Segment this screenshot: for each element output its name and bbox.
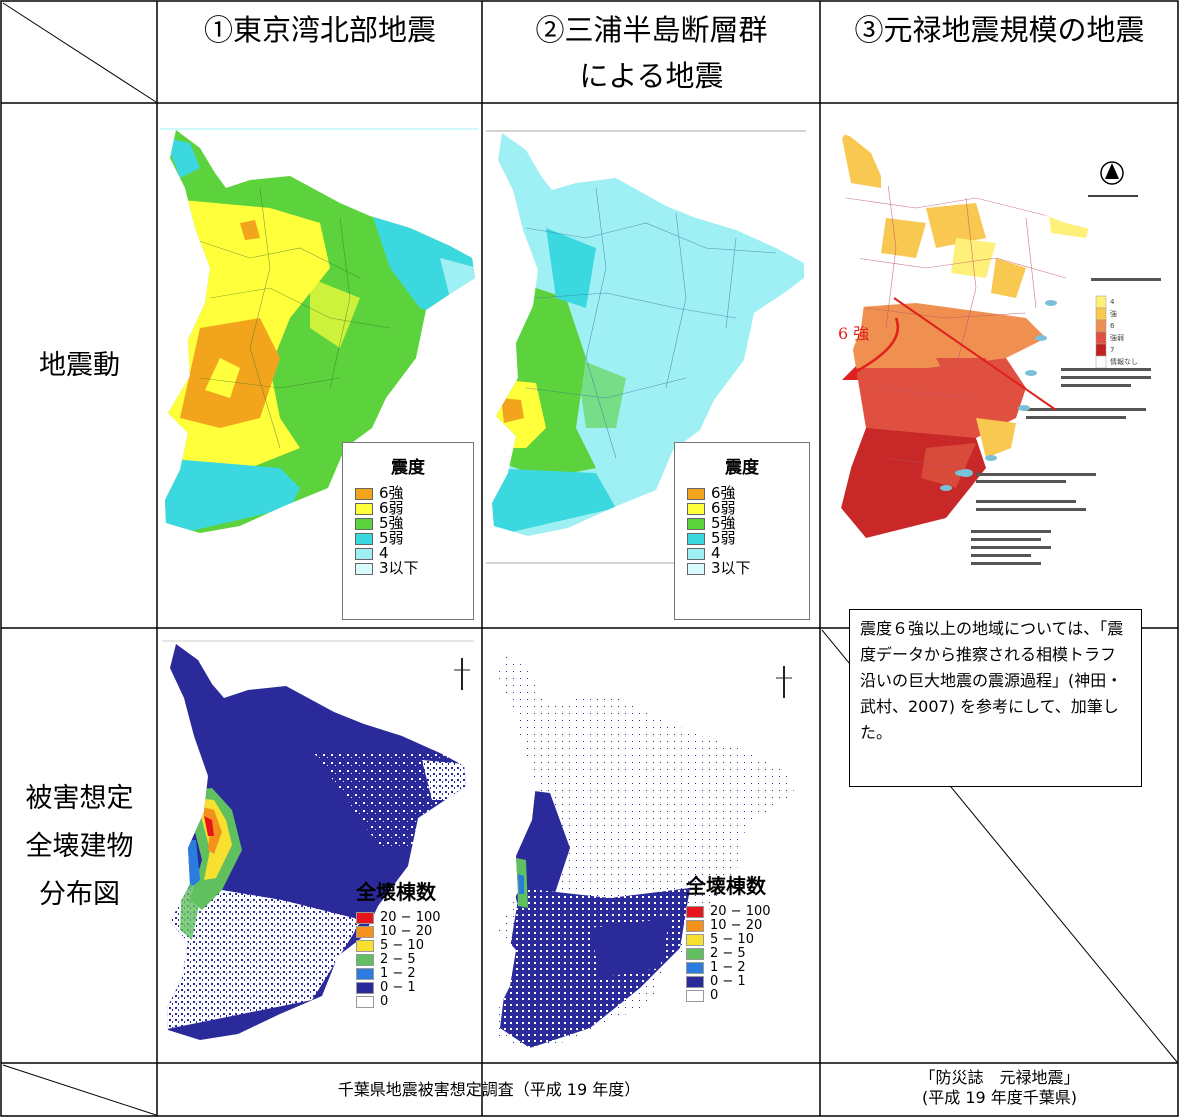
legend-item: 1 − 2	[356, 967, 441, 981]
legend-swatch	[355, 562, 373, 575]
legend-item: 3以下	[355, 561, 473, 576]
north-arrow-icon	[454, 658, 470, 690]
intensity-legend-1: 震度 6強 6弱 5強 5弱 4 3以下	[342, 442, 474, 620]
damage-legend-1: 全壊棟数 20 − 100 10 − 20 5 − 10 2 − 5 1 − 2…	[356, 876, 441, 1009]
legend-swatch	[687, 517, 705, 530]
intensity-legend-2: 震度 6強 6弱 5強 5弱 4 3以下	[674, 442, 810, 620]
legend-swatch	[686, 948, 704, 960]
legend-swatch	[356, 940, 374, 952]
legend-swatch	[686, 906, 704, 918]
legend-item: 5弱	[355, 531, 473, 546]
legend-swatch	[355, 547, 373, 560]
legend-swatch	[355, 487, 373, 500]
legend-swatch	[356, 926, 374, 938]
intensity-map-genroku	[831, 133, 1161, 565]
legend-swatch	[686, 934, 704, 946]
legend-swatch	[686, 976, 704, 988]
north-arrow-icon	[776, 666, 792, 698]
legend-swatch	[356, 968, 374, 980]
legend-item: 6弱	[355, 501, 473, 516]
intensity-map-tokyo-bay	[160, 128, 478, 533]
legend-swatch	[356, 954, 374, 966]
legend-item: 10 − 20	[356, 925, 441, 939]
legend-item: 5強	[687, 516, 809, 531]
legend-item: 5弱	[687, 531, 809, 546]
legend-swatch	[356, 996, 374, 1008]
legend-item: 2 − 5	[356, 953, 441, 967]
source-chiba-survey: 千葉県地震被害想定調査（平成 19 年度）	[337, 1080, 641, 1099]
genroku-legend-labels: 4 強 6 強弱 7 情報なし	[1110, 298, 1138, 366]
header-miura-fault-quake: ②三浦半島断層群 による地震	[535, 13, 768, 93]
source-genroku: 「防災誌 元禄地震」 (平成 19 年度千葉県)	[919, 1068, 1080, 1107]
legend-item: 5強	[355, 516, 473, 531]
legend-item: 6強	[687, 486, 809, 501]
intensity-legend-title: 震度	[391, 458, 425, 478]
coastal-markers	[940, 300, 1057, 491]
header-tokyo-bay-quake: ①東京湾北部地震	[203, 13, 436, 47]
corner-diagonal-bottom	[2, 1064, 157, 1116]
legend-swatch	[686, 920, 704, 932]
legend-item: 0	[686, 989, 771, 1003]
legend-item: 4	[355, 546, 473, 561]
legend-swatch	[355, 532, 373, 545]
intensity-map-miura	[486, 130, 806, 564]
legend-swatch	[686, 990, 704, 1002]
legend-item: 0 − 1	[356, 981, 441, 995]
damage-legend-2: 全壊棟数 20 − 100 10 − 20 5 − 10 2 − 5 1 − 2…	[686, 870, 771, 1003]
legend-item: 5 − 10	[686, 933, 771, 947]
annotation-6-strong: 6 強	[838, 324, 870, 343]
note-box: 震度６強以上の地域については、「震度データから推察される相模トラフ沿いの巨大地震…	[849, 609, 1142, 787]
legend-swatch	[687, 532, 705, 545]
legend-item: 1 − 2	[686, 961, 771, 975]
intensity-legend-title: 震度	[725, 458, 759, 478]
legend-swatch	[687, 562, 705, 575]
legend-swatch	[686, 962, 704, 974]
legend-item: 4	[687, 546, 809, 561]
header-genroku-quake: ③元禄地震規模の地震	[854, 13, 1145, 47]
north-arrow-icon	[1088, 161, 1138, 197]
legend-swatch	[355, 517, 373, 530]
row-label-ground-motion: 地震動	[39, 350, 120, 381]
annotation-red-line	[893, 297, 1057, 411]
legend-item: 20 − 100	[356, 911, 441, 925]
annotation-curved-arrow-icon	[847, 317, 899, 378]
legend-item: 6弱	[687, 501, 809, 516]
legend-item: 2 − 5	[686, 947, 771, 961]
legend-item: 20 − 100	[686, 905, 771, 919]
legend-swatch	[687, 502, 705, 515]
legend-item: 5 − 10	[356, 939, 441, 953]
damage-map-miura	[495, 652, 794, 1048]
genroku-small-text-blocks	[971, 278, 1161, 565]
legend-swatch	[355, 502, 373, 515]
legend-swatch	[687, 487, 705, 500]
legend-item: 6強	[355, 486, 473, 501]
legend-item: 3以下	[687, 561, 809, 576]
legend-item: 0 − 1	[686, 975, 771, 989]
arrowhead-icon	[842, 366, 858, 380]
legend-swatch	[687, 547, 705, 560]
damage-map-tokyo-bay	[162, 640, 474, 1040]
genroku-legend-swatches	[1095, 295, 1107, 369]
damage-legend-title: 全壊棟数	[356, 880, 436, 904]
legend-swatch	[356, 912, 374, 924]
legend-item: 10 − 20	[686, 919, 771, 933]
legend-item: 0	[356, 995, 441, 1009]
legend-swatch	[356, 982, 374, 994]
row-label-damage: 被害想定 全壊建物 分布図	[25, 783, 134, 910]
corner-diagonal-top	[2, 2, 157, 103]
damage-legend-title: 全壊棟数	[686, 874, 766, 898]
